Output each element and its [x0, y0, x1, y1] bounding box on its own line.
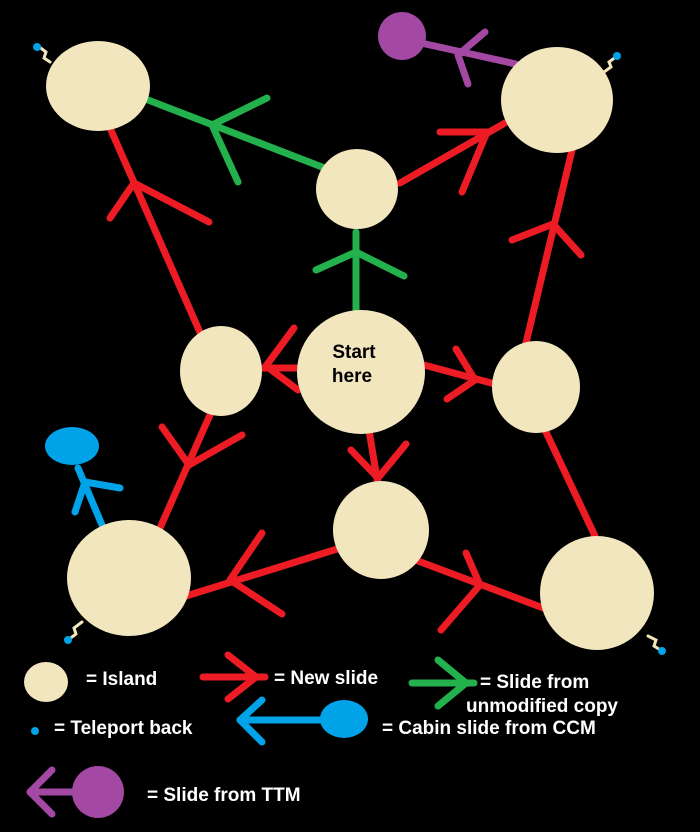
legend-new-slide-label: = New slide [274, 668, 378, 689]
slide-new-center-to-top-right [396, 119, 509, 196]
legend-island-swatch [24, 662, 68, 702]
slide-new-bottom-center-to-bottom-left [163, 529, 354, 618]
legend: = Island = New slide = Slide from unmodi… [24, 651, 618, 818]
legend-unmodified-label-line2: unmodified copy [466, 696, 618, 717]
legend-teleport-label: = Teleport back [54, 718, 193, 739]
legend-unmodified-label-line1: = Slide from [480, 672, 589, 693]
cabin-blob [45, 427, 99, 465]
teleport-back-top-left [33, 43, 52, 64]
slide-cabin-ccm [71, 464, 124, 529]
legend-cabin-label: = Cabin slide from CCM [382, 718, 596, 739]
legend-ttm-label: = Slide from TTM [147, 785, 301, 806]
island-right [492, 341, 580, 433]
slide-ttm [417, 28, 520, 88]
island-bottom-right [540, 536, 654, 650]
legend-unmodified-slide-swatch [408, 656, 478, 710]
island-top-left [46, 41, 150, 131]
slide-new-left-to-bottom-left [156, 404, 246, 532]
slide-new-left-to-top-left [106, 124, 213, 341]
legend-island-label: = Island [86, 669, 157, 690]
start-label-line1: Start [332, 342, 376, 363]
teleport-back-top-right [602, 52, 621, 74]
legend-cabin-slide-swatch [236, 696, 368, 746]
legend-new-slide-swatch [199, 651, 269, 703]
island-start [297, 310, 425, 434]
island-top-right [501, 47, 613, 153]
slide-new-right-to-top-right [508, 142, 585, 347]
island-bottom-center [333, 481, 429, 579]
ttm-blob [378, 12, 426, 60]
island-left [180, 326, 262, 416]
teleport-back-bottom-right [646, 634, 666, 655]
start-label-line2: here [332, 366, 372, 387]
island-bottom-left [67, 520, 191, 636]
slide-new-right-to-bottom-right [541, 426, 599, 540]
legend-ttm-slide-swatch [26, 766, 124, 818]
island-top-center [316, 149, 398, 229]
slide-new-bottom-center-to-bottom-right [406, 549, 550, 634]
slide-unmodified-start-to-center [312, 228, 408, 317]
legend-teleport-swatch [31, 727, 39, 735]
teleport-back-bottom-left [64, 620, 84, 644]
slide-new-start-to-right [420, 345, 499, 403]
slide-unmodified-center-to-top-left [144, 94, 339, 186]
